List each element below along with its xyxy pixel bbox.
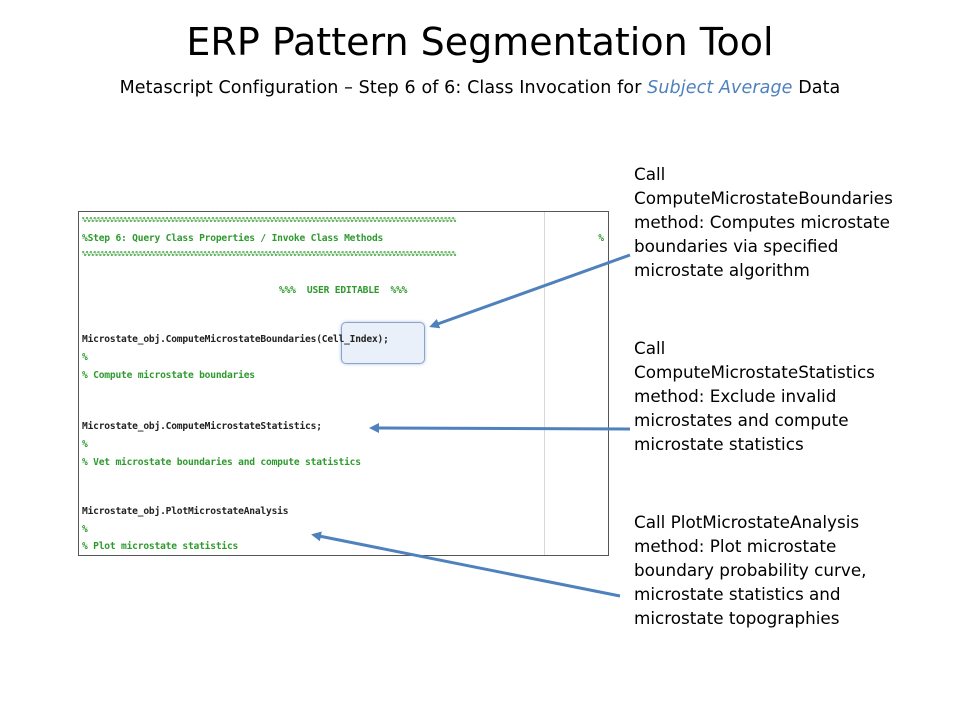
annotation-line: method: Computes microstate xyxy=(634,212,890,232)
comment-vet-statistics: % Vet microstate boundaries and compute … xyxy=(82,457,361,468)
hash-divider-bottom: %%%%%%%%%%%%%%%%%%%%%%%%%%%%%%%%%%%%%%%%… xyxy=(82,251,456,258)
call-compute-boundaries: Microstate_obj.ComputeMicrostateBoundari… xyxy=(82,334,389,346)
annotation-line: boundary probability curve, xyxy=(634,560,867,580)
editor-margin-line xyxy=(544,212,545,555)
slide-subtitle: Metascript Configuration – Step 6 of 6: … xyxy=(0,76,960,100)
annotation-line: microstates and compute xyxy=(634,410,849,430)
subtitle-prefix: Metascript Configuration – Step 6 of 6: … xyxy=(119,78,648,98)
annotation-line: boundaries via specified xyxy=(634,236,839,256)
annotation-line: microstate statistics xyxy=(634,434,804,454)
annotation-line: ComputeMicrostateStatistics xyxy=(634,362,875,382)
comment-blank-1: % xyxy=(82,352,88,363)
subtitle-highlight: Subject Average xyxy=(647,78,793,98)
annotation-line: microstate statistics and xyxy=(634,584,841,604)
annotation-line: method: Exclude invalid xyxy=(634,386,837,406)
comment-compute-boundaries: % Compute microstate boundaries xyxy=(82,370,255,381)
comment-plot-statistics: % Plot microstate statistics xyxy=(82,541,239,552)
user-editable-comment: %%% USER EDITABLE %%% xyxy=(279,285,408,296)
cell-index-highlight xyxy=(341,322,425,364)
subtitle-suffix: Data xyxy=(792,78,841,98)
step-header-end: % xyxy=(598,233,604,244)
call-plot-analysis: Microstate_obj.PlotMicrostateAnalysis xyxy=(82,506,289,517)
annotation-line: ComputeMicrostateBoundaries xyxy=(634,188,893,208)
annotation-line: microstate algorithm xyxy=(634,260,810,280)
annotation-line: Call xyxy=(634,338,666,358)
annotation-compute-boundaries: Call ComputeMicrostateBoundaries method:… xyxy=(634,162,954,282)
comment-blank-3: % xyxy=(82,524,88,535)
annotation-plot-analysis: Call PlotMicrostateAnalysis method: Plot… xyxy=(634,510,954,630)
annotation-line: microstate topographies xyxy=(634,608,840,628)
hash-divider-top: %%%%%%%%%%%%%%%%%%%%%%%%%%%%%%%%%%%%%%%%… xyxy=(82,217,456,224)
annotation-line: Call xyxy=(634,164,666,184)
annotation-line: method: Plot microstate xyxy=(634,536,837,556)
call-boundaries-arg: (Cell_Index); xyxy=(316,334,389,345)
call-compute-statistics: Microstate_obj.ComputeMicrostateStatisti… xyxy=(82,421,322,432)
step-header-comment: %Step 6: Query Class Properties / Invoke… xyxy=(82,233,384,244)
annotation-compute-statistics: Call ComputeMicrostateStatistics method:… xyxy=(634,336,954,456)
slide-title: ERP Pattern Segmentation Tool xyxy=(186,20,774,64)
comment-blank-2: % xyxy=(82,439,88,450)
call-boundaries-method: Microstate_obj.ComputeMicrostateBoundari… xyxy=(82,334,317,345)
annotation-line: Call PlotMicrostateAnalysis xyxy=(634,512,860,532)
code-screenshot: %%%%%%%%%%%%%%%%%%%%%%%%%%%%%%%%%%%%%%%%… xyxy=(78,211,609,556)
